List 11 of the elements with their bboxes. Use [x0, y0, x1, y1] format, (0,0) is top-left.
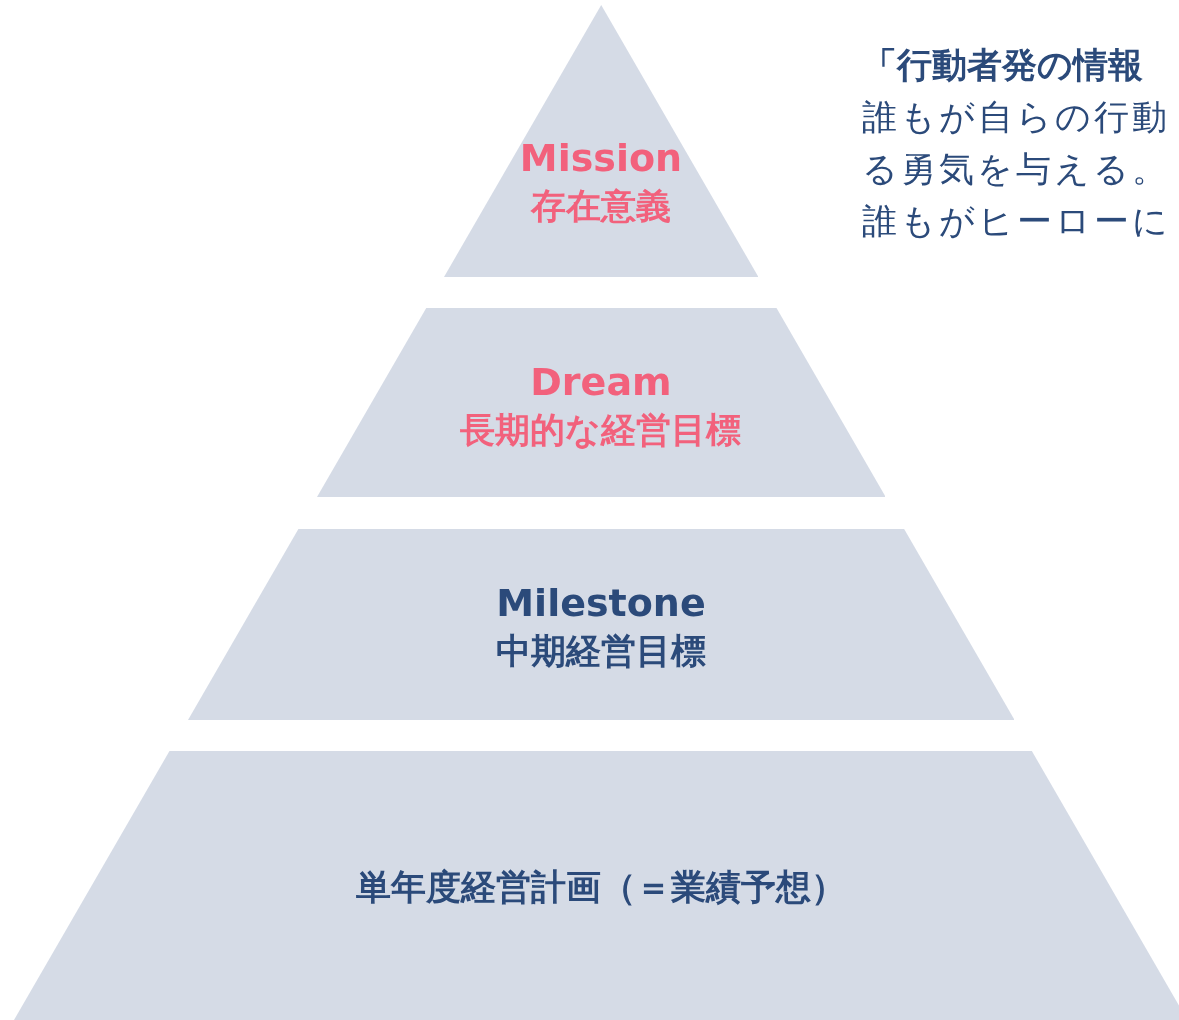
statement-text: る勇気を与える。	[862, 148, 1170, 191]
tier-subtitle: 長期的な経営目標	[460, 408, 742, 452]
tier-subtitle: 存在意義	[531, 184, 671, 228]
tier-subtitle: 単年度経営計画（＝業績予想）	[356, 865, 846, 909]
statement-text: 誰もがヒーローに	[862, 200, 1171, 243]
tier-title: Milestone	[496, 580, 706, 628]
tier-title: Mission	[519, 135, 683, 183]
statement-text: 誰もが自らの行動	[862, 96, 1170, 139]
tier-title: Dream	[530, 359, 672, 407]
statement-text: 「行動者発の情報	[862, 44, 1143, 87]
tier-subtitle: 中期経営目標	[496, 629, 706, 673]
